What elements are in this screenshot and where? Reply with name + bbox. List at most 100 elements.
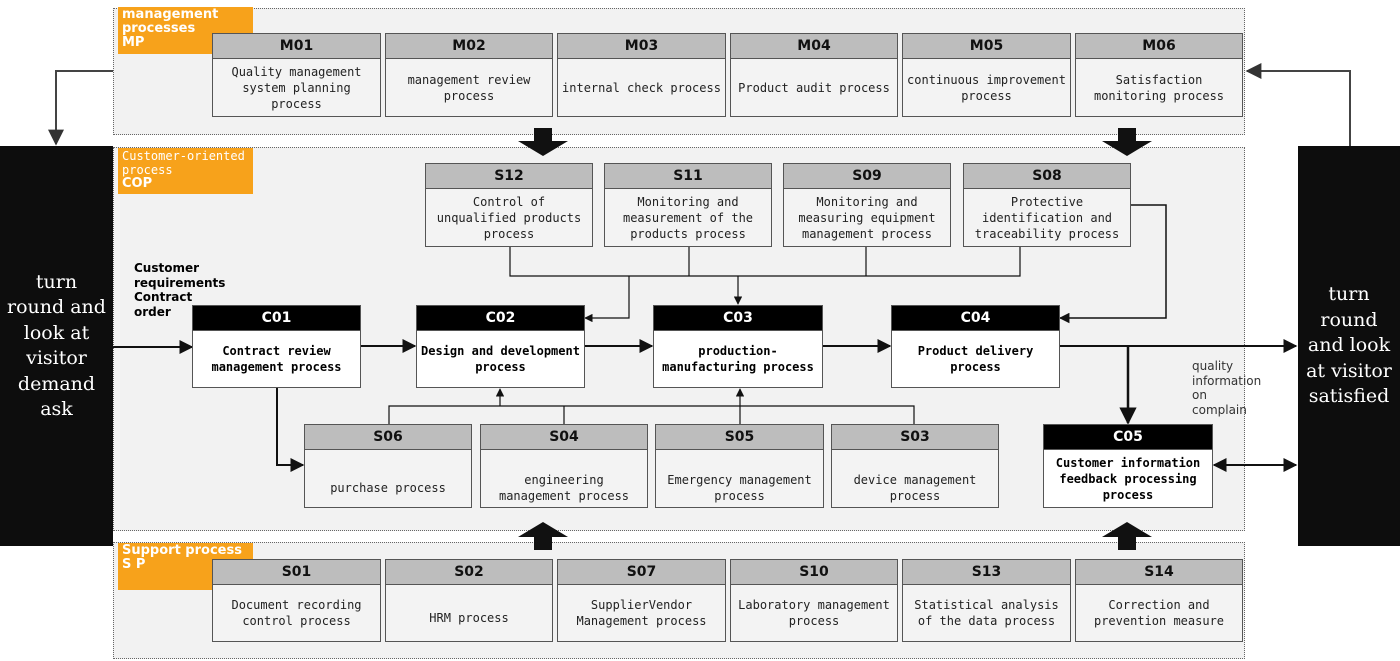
process-code: C02 [417,306,584,331]
right-sidebar: turn round and look at visitor satisfied [1298,146,1400,546]
process-name: Monitoring and measurement of the produc… [622,194,754,241]
mp-region-tag: management processes MP [118,7,253,54]
s08-to-c04 [1058,204,1167,324]
process-code: S13 [903,560,1070,585]
cop-region-tag: Customer-oriented process COP [118,148,253,194]
right-loop-line [1245,63,1351,146]
cop-region-title: Customer-oriented process [122,149,245,177]
left-sidebar: turn round and look at visitor demand as… [0,146,113,546]
process-code: S02 [386,560,552,585]
process-name: Product audit process [738,80,890,95]
process-code: C01 [193,306,360,331]
process-code: S04 [481,425,647,450]
process-code: S05 [656,425,823,450]
process-name: purchase process [330,480,446,495]
process-name: Customer information feedback processing… [1055,455,1201,502]
process-s13: S13 Statistical analysis of the data pro… [902,559,1071,642]
quality-info-label: quality information on complain [1192,359,1262,417]
process-s05: S05 Emergency management process [655,424,824,508]
process-name: Statistical analysis of the data process [914,598,1059,628]
process-s06: S06 purchase process [304,424,472,508]
sp-up-arrow-left [518,522,568,550]
process-m03: M03 internal check process [557,33,726,117]
process-code: S06 [305,425,471,450]
resource-bus [388,405,915,424]
sp-region-subtitle: S P [122,557,146,572]
process-name: Monitoring and measuring equipment manag… [798,194,936,241]
process-s03: S03 device management process [831,424,999,508]
process-name: Laboratory management process [738,598,890,628]
process-code: M01 [213,34,380,59]
process-name: Control of unqualified products process [436,194,582,241]
process-s04: S04 engineering management process [480,424,648,508]
process-name: production-manufacturing process [662,344,814,374]
right-sidebar-text: turn round and look at visitor satisfied [1306,283,1392,408]
process-name: Contract review management process [211,344,342,374]
process-name: engineering management process [498,472,630,503]
process-name: Design and development process [421,344,580,374]
sp-region-title: Support process [122,543,242,558]
process-m06: M06 Satisfaction monitoring process [1075,33,1243,117]
mp-region-subtitle: MP [122,35,145,50]
process-code: S11 [605,164,771,189]
process-code: C03 [654,306,822,331]
process-c02: C02 Design and development process [416,305,585,388]
process-s09: S09 Monitoring and measuring equipment m… [783,163,951,247]
process-c04: C04 Product delivery process [891,305,1060,388]
mp-region-title: management processes [122,7,219,36]
process-code: M04 [731,34,897,59]
cop-region-subtitle: COP [122,176,153,191]
process-c03: C03 production-manufacturing process [653,305,823,388]
process-s01: S01 Document recording control process [212,559,381,642]
process-code: S01 [213,560,380,585]
flow-c01-s06 [276,388,305,472]
process-s11: S11 Monitoring and measurement of the pr… [604,163,772,247]
process-name: continuous improvement process [907,72,1066,103]
process-name: Document recording control process [231,598,362,628]
process-m02: M02 management review process [385,33,553,117]
process-code: S14 [1076,560,1242,585]
process-name: Product delivery process [917,344,1034,374]
process-code: C04 [892,306,1059,331]
process-name: HRM process [429,611,509,625]
process-code: C05 [1044,425,1212,450]
process-name: SupplierVendor Management process [576,598,707,628]
process-m05: M05 continuous improvement process [902,33,1071,117]
mp-down-arrow-right [1102,128,1152,156]
process-code: M06 [1076,34,1242,59]
process-s08: S08 Protective identification and tracea… [963,163,1131,247]
process-code: M03 [558,34,725,59]
process-m04: M04 Product audit process [730,33,898,117]
process-s07: S07 SupplierVendor Management process [557,559,726,642]
process-name: Protective identification and traceabili… [974,194,1120,241]
process-name: Satisfaction monitoring process [1093,72,1225,103]
mp-down-arrow-left [518,128,568,156]
process-code: M02 [386,34,552,59]
monitoring-bus [509,247,1021,277]
process-code: S09 [784,164,950,189]
sp-up-arrow-right [1102,522,1152,550]
process-name: Correction and prevention measure [1093,598,1225,628]
process-s14: S14 Correction and prevention measure [1075,559,1243,642]
process-code: S12 [426,164,592,189]
process-code: S10 [731,560,897,585]
process-c01: C01 Contract review management process [192,305,361,388]
process-name: Quality management system planning proce… [231,64,362,111]
process-code: M05 [903,34,1070,59]
process-s02: S02 HRM process [385,559,553,642]
process-name: device management process [853,472,977,503]
customer-input-label: Customer requirements Contract order [134,261,226,319]
left-sidebar-text: turn round and look at visitor demand as… [7,270,106,421]
process-code: S08 [964,164,1130,189]
process-name: internal check process [562,80,721,95]
process-m01: M01 Quality management system planning p… [212,33,381,117]
process-c05: C05 Customer information feedback proces… [1043,424,1213,508]
process-name: Emergency management process [667,472,812,503]
process-code: S03 [832,425,998,450]
monitoring-to-c02 [584,276,630,323]
process-name: management review process [407,72,531,103]
process-s12: S12 Control of unqualified products proc… [425,163,593,247]
process-s10: S10 Laboratory management process [730,559,898,642]
left-loop-line [48,70,113,146]
